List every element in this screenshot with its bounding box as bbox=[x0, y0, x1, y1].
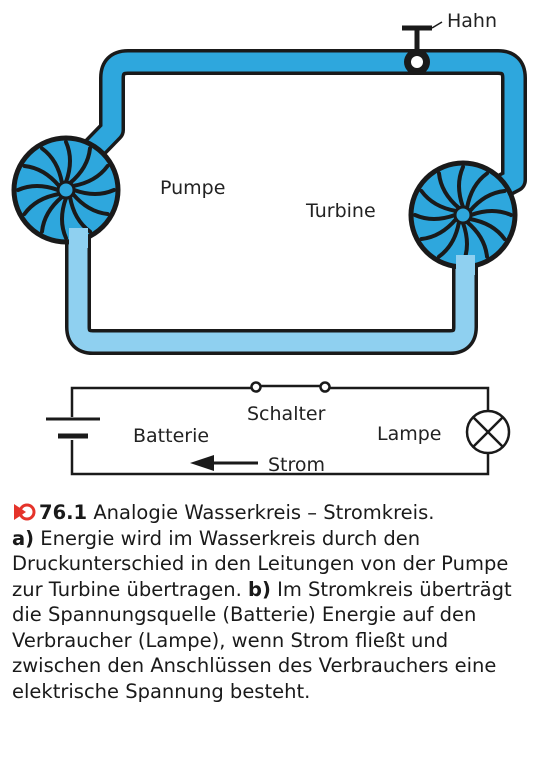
lamp-label: Lampe bbox=[377, 423, 442, 445]
valve bbox=[402, 21, 443, 75]
pump-label: Pumpe bbox=[160, 177, 225, 199]
water-circuit: Hahn Pumpe Turbine bbox=[11, 10, 527, 355]
valve-label: Hahn bbox=[447, 10, 497, 32]
caption-title: Analogie Wasserkreis – Stromkreis. bbox=[93, 501, 435, 524]
battery-label: Batterie bbox=[133, 425, 209, 447]
play-reference-icon bbox=[14, 503, 36, 521]
turbine-label: Turbine bbox=[305, 200, 376, 222]
current-arrow-head bbox=[190, 455, 214, 471]
top-wire bbox=[70, 386, 252, 417]
caption-part-a-text: Energie wird im Wasserkreis durch den Dr… bbox=[12, 526, 509, 601]
caption-number: 76.1 bbox=[39, 501, 88, 524]
switch-label: Schalter bbox=[247, 403, 326, 425]
switch-contact-left bbox=[250, 381, 262, 393]
switch-contact-right bbox=[319, 381, 331, 393]
figure-caption: 76.1 Analogie Wasserkreis – Stromkreis. … bbox=[12, 500, 527, 704]
turbine-wheel bbox=[408, 160, 518, 270]
caption-part-b-label: b) bbox=[248, 577, 271, 601]
caption-part-a-label: a) bbox=[12, 526, 35, 550]
electric-circuit bbox=[46, 381, 511, 476]
caption-part-b-text: Im Stromkreis überträgt die Spannungsque… bbox=[12, 577, 512, 703]
current-label: Strom bbox=[268, 454, 325, 476]
pump-wheel bbox=[11, 135, 121, 245]
return-pipe-light bbox=[65, 210, 478, 355]
circuit-analogy-diagram: Hahn Pumpe Turbine Batterie Schalter Lam… bbox=[11, 10, 527, 476]
bottom-wire bbox=[70, 440, 490, 476]
